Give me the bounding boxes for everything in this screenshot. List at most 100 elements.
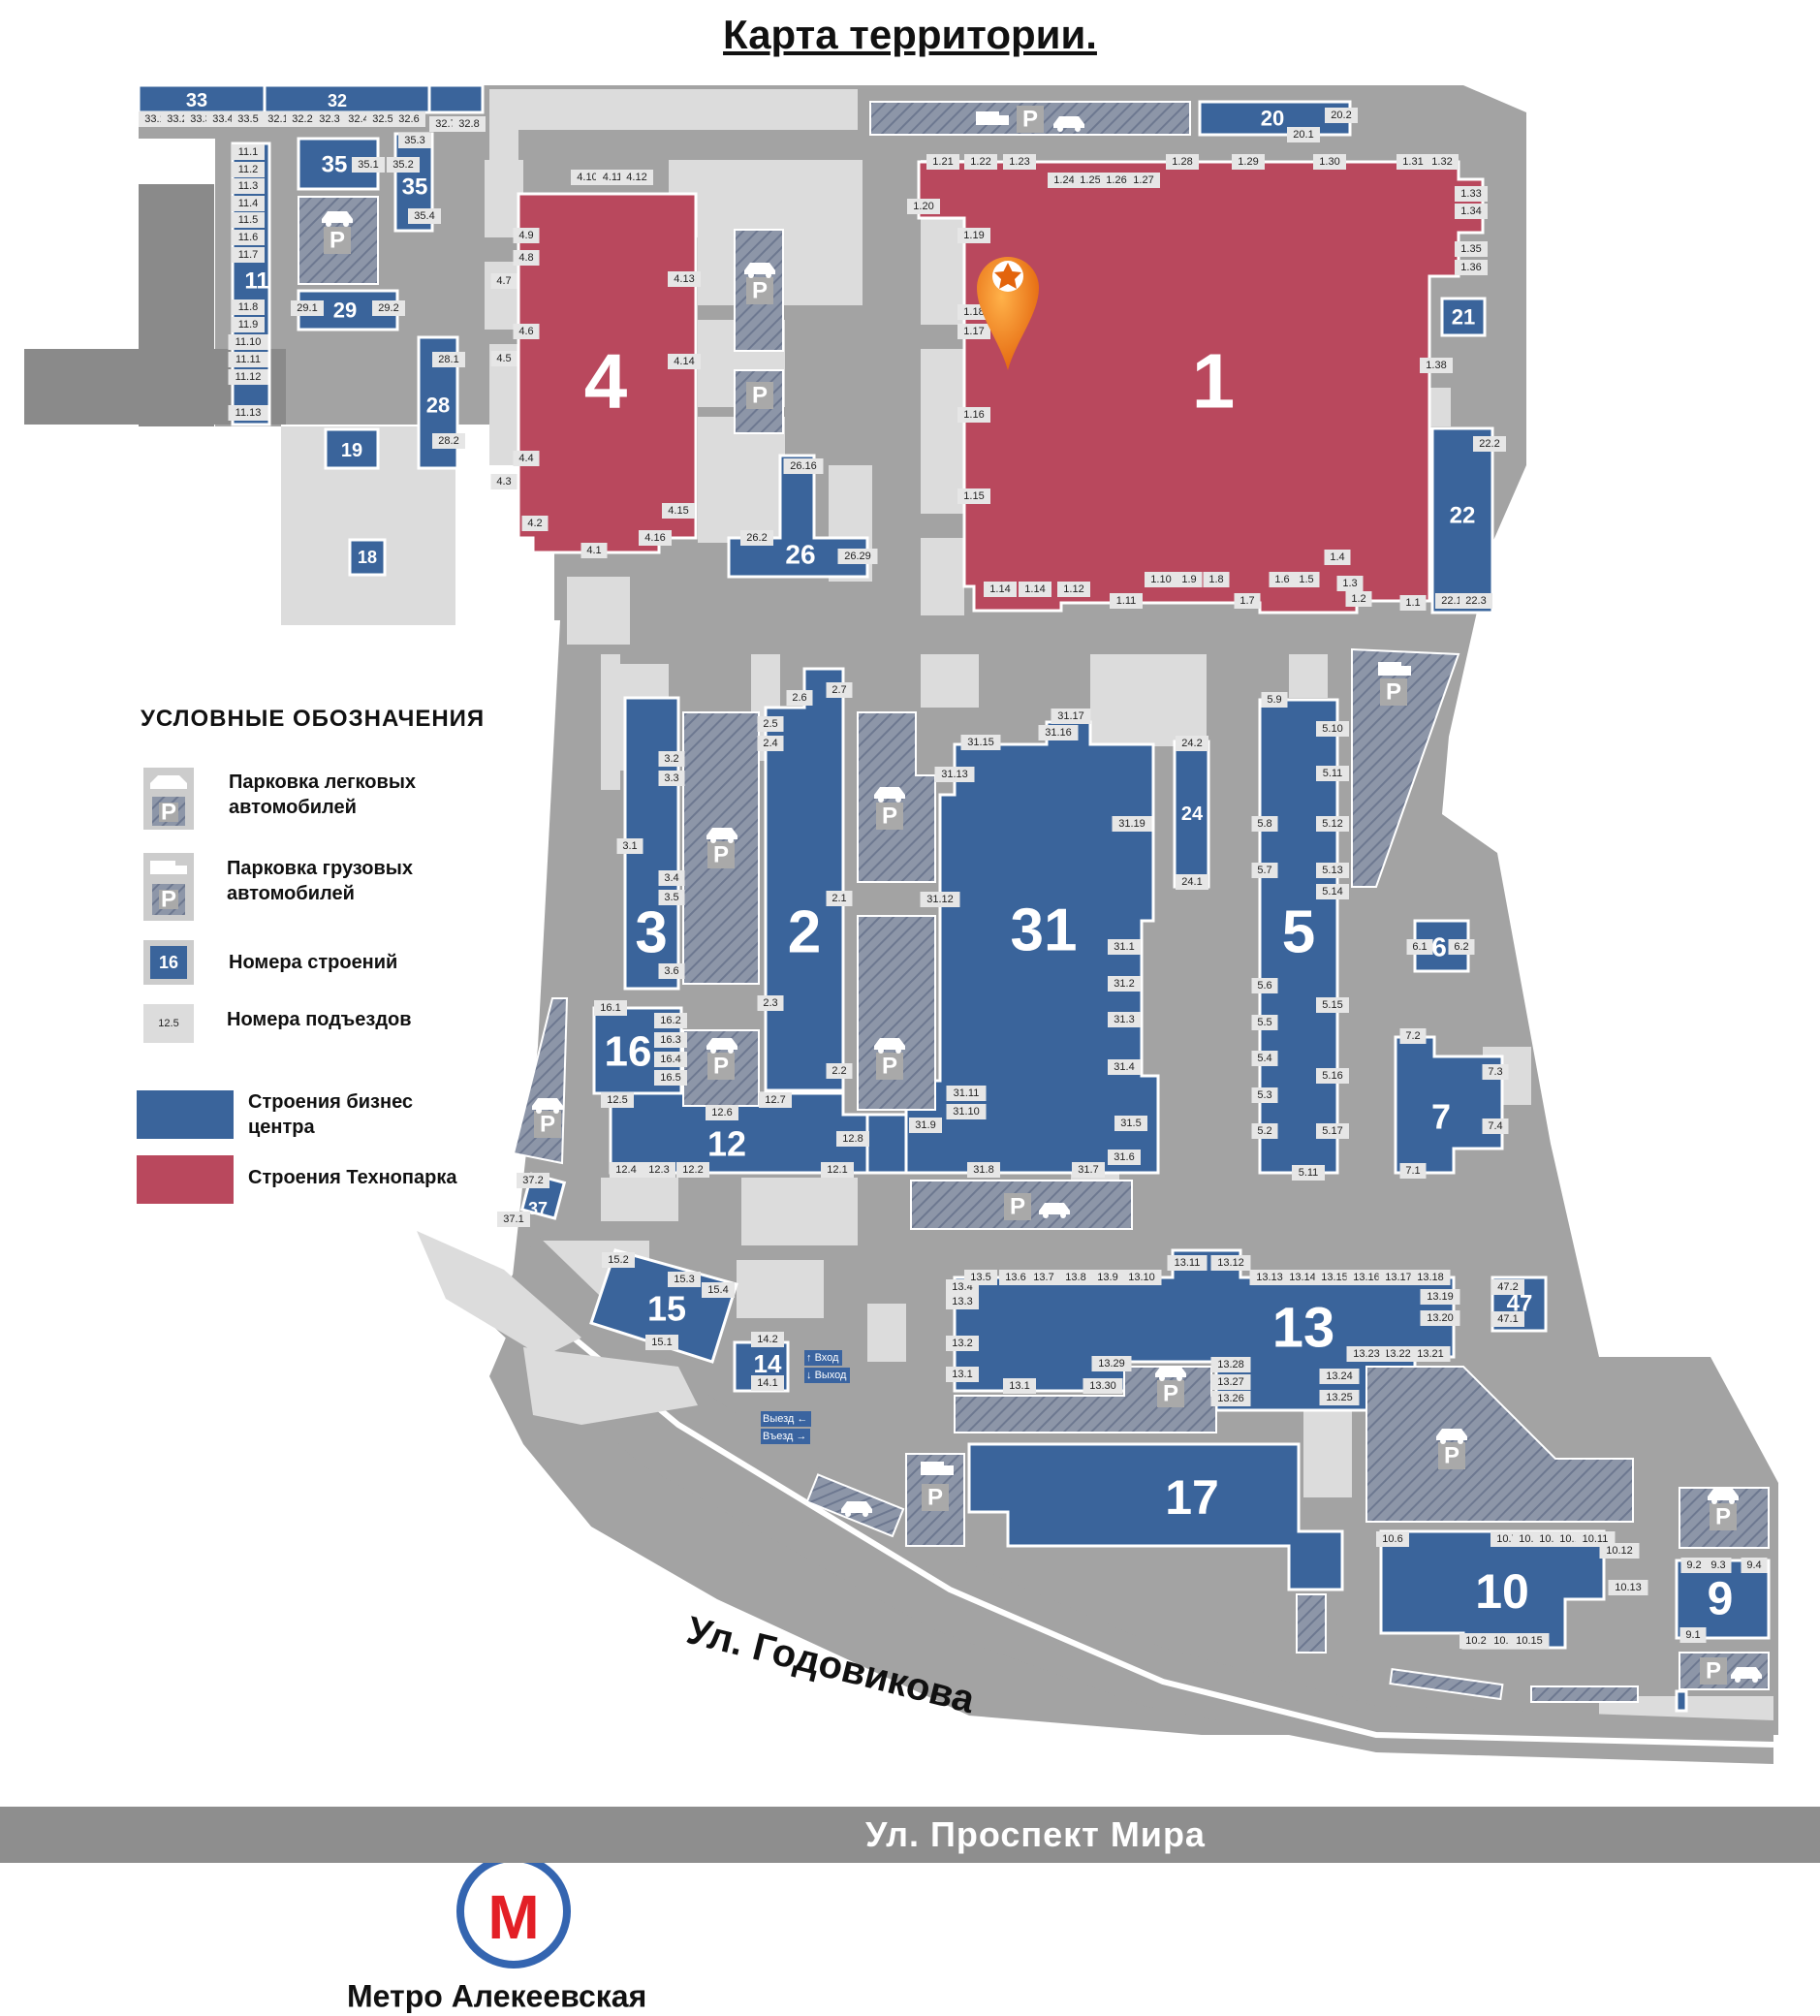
entrance-label: 10.6	[1376, 1531, 1409, 1547]
entrance-label: 1.22	[964, 154, 997, 170]
building-number: 19	[341, 440, 362, 461]
svg-text:12.4: 12.4	[615, 1164, 636, 1176]
svg-text:29.2: 29.2	[378, 302, 398, 314]
legend-business-label: Строения бизнес центра	[248, 1089, 413, 1140]
svg-text:P: P	[1386, 679, 1401, 706]
svg-text:31.17: 31.17	[1057, 710, 1084, 722]
svg-text:32.3: 32.3	[319, 113, 339, 125]
location-marker-icon[interactable]	[977, 257, 1039, 370]
entrance-label: 5.13	[1316, 863, 1349, 878]
building-number: 18	[358, 548, 377, 567]
entrance-label: 14.2	[751, 1332, 784, 1347]
building-18	[348, 538, 387, 577]
entrance-label: 3.2	[658, 751, 685, 767]
svg-text:1.9: 1.9	[1181, 574, 1196, 585]
entrance-label: 6.2	[1448, 939, 1475, 955]
svg-text:1.14: 1.14	[989, 583, 1010, 595]
svg-text:P: P	[1444, 1443, 1459, 1469]
entrance-label: 12.8	[836, 1131, 869, 1147]
svg-text:10.6: 10.6	[1382, 1533, 1402, 1545]
svg-text:11.12: 11.12	[235, 371, 262, 383]
building-number: 26	[785, 540, 815, 570]
building-number: 6	[1431, 932, 1447, 962]
entrance-label: 1.12	[1057, 582, 1090, 597]
entrance-label: 13.2	[946, 1336, 979, 1351]
parking-p-icon: P	[707, 841, 735, 868]
street-prospekt-mira-label: Ул. Проспект Мира	[865, 1814, 1206, 1854]
svg-text:4.13: 4.13	[674, 273, 694, 285]
entrance-label: 31.11	[946, 1086, 987, 1101]
svg-text:1.29: 1.29	[1238, 156, 1258, 168]
building-17	[967, 1442, 1344, 1591]
legend-entrance-label: Номера подъездов	[227, 1009, 412, 1030]
svg-text:10.13: 10.13	[1615, 1582, 1642, 1593]
entrance-label: 16.2	[654, 1013, 687, 1028]
parking-p-icon: P	[1438, 1442, 1465, 1469]
parking-p-icon: P	[534, 1111, 561, 1138]
entrance-label: 5.8	[1251, 816, 1278, 832]
svg-text:13.20: 13.20	[1427, 1312, 1454, 1324]
entrance-label: 2.7	[826, 682, 853, 698]
entrance-label: 4.5	[490, 351, 518, 366]
svg-text:10.15: 10.15	[1516, 1635, 1543, 1647]
entrance-label: 1.9	[1176, 572, 1203, 587]
svg-text:31.3: 31.3	[1114, 1014, 1134, 1025]
entrance-label: 33.5	[232, 111, 265, 127]
entrance-label: 11.12	[228, 369, 268, 385]
svg-text:1.4: 1.4	[1330, 551, 1344, 563]
svg-text:7.3: 7.3	[1488, 1066, 1502, 1078]
svg-text:3.6: 3.6	[664, 965, 678, 977]
svg-text:32.6: 32.6	[398, 113, 419, 125]
entrance-label: 2.3	[757, 995, 784, 1011]
entrance-label: 2.6	[786, 690, 813, 706]
entrance-label: 35.4	[408, 208, 441, 224]
car-icon	[1039, 1203, 1070, 1218]
svg-text:1.5: 1.5	[1299, 574, 1313, 585]
svg-text:P: P	[713, 1054, 729, 1080]
entrance-label: 24.2	[1176, 736, 1208, 751]
svg-text:31.7: 31.7	[1078, 1164, 1098, 1176]
entrance-label: 20.1	[1287, 127, 1320, 142]
entrance-label: 35.1	[352, 157, 385, 173]
sidewalk	[417, 1231, 581, 1357]
svg-text:35.4: 35.4	[414, 210, 434, 222]
entrance-label: 31.15	[960, 735, 1001, 750]
svg-text:11.8: 11.8	[238, 301, 259, 313]
entrance-label: 12.2	[676, 1162, 709, 1178]
svg-text:P: P	[540, 1112, 555, 1138]
exit-sign-label: Выход	[814, 1370, 847, 1381]
svg-text:2.7: 2.7	[832, 684, 846, 696]
entrance-label: 1.15	[957, 488, 990, 504]
entrance-label: 13.26	[1210, 1391, 1251, 1406]
entrance-label: 12.6	[706, 1105, 738, 1120]
svg-text:13.30: 13.30	[1089, 1380, 1116, 1392]
car-icon	[1053, 116, 1084, 132]
svg-text:1.16: 1.16	[963, 409, 984, 421]
car-icon	[874, 1038, 905, 1054]
entrance-label: 31.1	[1108, 939, 1141, 955]
parking-car-10	[1365, 1366, 1634, 1523]
entrance-label: 1.30	[1313, 154, 1346, 170]
page-title: Карта территории.	[723, 12, 1097, 57]
svg-text:35.2: 35.2	[392, 159, 413, 171]
svg-text:5.14: 5.14	[1322, 886, 1342, 898]
parking-p-icon: P	[707, 1053, 735, 1080]
svg-text:31.8: 31.8	[973, 1164, 993, 1176]
svg-text:4.6: 4.6	[518, 326, 533, 337]
svg-text:2.6: 2.6	[792, 692, 806, 704]
entrance-label: 13.19	[1420, 1289, 1460, 1305]
entrance-label: 31.8	[967, 1162, 1000, 1178]
svg-text:31.5: 31.5	[1120, 1118, 1141, 1129]
svg-text:13.28: 13.28	[1217, 1359, 1244, 1370]
entrance-label: 1.10	[1145, 572, 1177, 587]
entrance-label: 1.6	[1269, 572, 1296, 587]
building-number: 7	[1431, 1097, 1451, 1137]
parking-p-icon: P	[1157, 1380, 1184, 1407]
entrance-label: 1.8	[1203, 572, 1230, 587]
svg-text:11.11: 11.11	[235, 354, 261, 365]
svg-text:1.32: 1.32	[1431, 156, 1452, 168]
parking-p-icon: P	[1004, 1193, 1031, 1220]
parking-p-icon: P	[876, 803, 903, 830]
svg-text:13.11: 13.11	[1175, 1257, 1201, 1269]
car-icon	[744, 263, 775, 278]
